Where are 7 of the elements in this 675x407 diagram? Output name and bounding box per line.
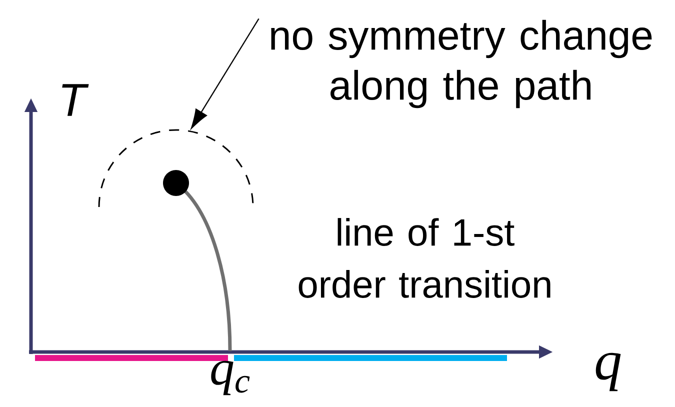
axis-label: q$_{c}$ [211, 360, 250, 396]
axis-label: q [596, 352, 621, 392]
leader-arrow [190, 18, 260, 129]
annotation-text: no symmetry change along the path [271, 20, 652, 108]
curve-label: line of 1-st order transition [298, 218, 550, 298]
dashed-arc [98, 129, 254, 208]
axis-label: T [62, 84, 89, 116]
